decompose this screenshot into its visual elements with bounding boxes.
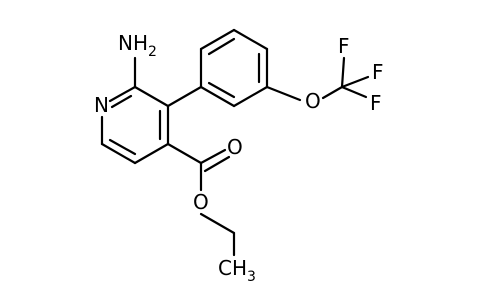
atom-o-carbonyl: O — [227, 135, 243, 159]
atom-ch3: CH3 — [218, 256, 256, 285]
bond-ar2-ar3-double — [207, 37, 236, 56]
bond-c6-c5 — [100, 142, 137, 165]
phenyl-ring — [166, 28, 269, 108]
atom-ch3-sub: 3 — [247, 269, 256, 285]
pyridine-ring — [100, 85, 170, 165]
bond-c-f-lower — [340, 85, 368, 99]
bond-c3-aryl — [166, 85, 203, 108]
atom-f-right: F — [372, 60, 384, 84]
bond-ar3-ar4 — [232, 28, 269, 51]
bond-ar6-ar1 — [199, 85, 236, 108]
bond-c-f-top — [340, 56, 346, 89]
bond-c6-c5-double — [108, 138, 137, 156]
bond-oester-ch2 — [199, 212, 236, 235]
bond-ar2-ar3 — [199, 28, 236, 51]
atom-nh2: NH2 — [118, 31, 157, 60]
bond-c5-c4 — [133, 142, 170, 165]
bond-c2-n — [108, 85, 137, 103]
trifluoromethoxy-group — [265, 56, 370, 102]
atom-o-ester: O — [193, 190, 209, 214]
bond-ar5-ar6 — [232, 85, 269, 108]
atom-nh2-main: NH — [118, 31, 148, 55]
bond-ar5-o — [265, 85, 302, 102]
bond-c3-c2 — [133, 85, 170, 108]
atom-n-ring: N — [94, 93, 109, 117]
bond-carbonyl-o-1 — [199, 148, 227, 165]
atom-ch3-main: CH — [218, 256, 247, 280]
bond-ar6-ar1-double — [207, 81, 236, 99]
bond-carbonyl-o-2 — [203, 155, 231, 173]
bond-c-f-right — [340, 75, 370, 89]
bond-c2-n-double — [110, 94, 133, 109]
atom-f-top: F — [338, 34, 350, 58]
atom-nh2-sub: 2 — [148, 44, 157, 60]
ester-group — [166, 142, 236, 257]
atom-o-ether: O — [305, 89, 321, 113]
bond-o-cf3 — [321, 85, 344, 100]
bond-c4-carbonyl — [166, 142, 203, 165]
atom-f-lower: F — [370, 91, 382, 115]
